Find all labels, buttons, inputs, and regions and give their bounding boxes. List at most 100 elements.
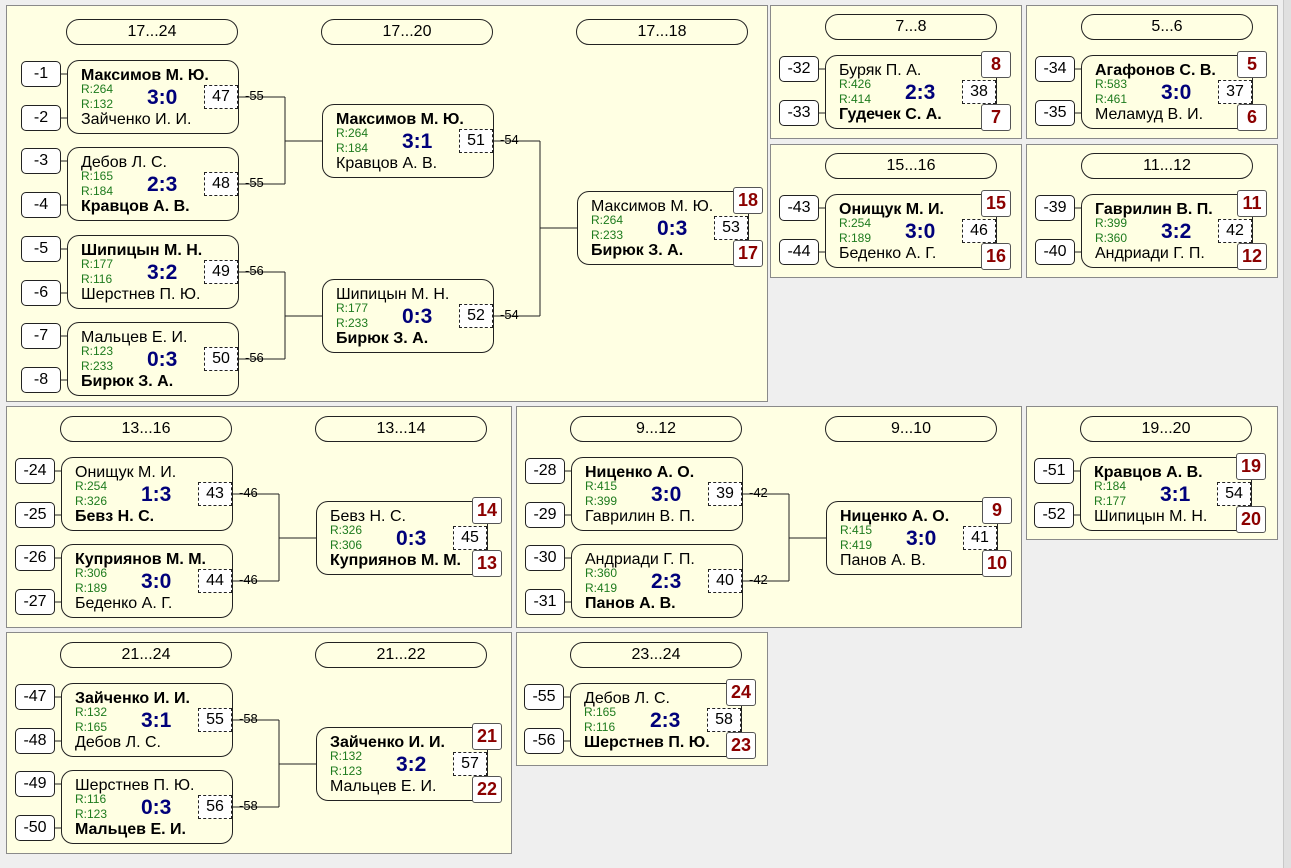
- player-1-name: Бевз Н. С.: [330, 508, 406, 525]
- player-1-rating: R:360: [585, 566, 618, 580]
- source-slot[interactable]: -48: [15, 728, 55, 754]
- source-slot[interactable]: -43: [779, 195, 819, 221]
- player-1-rating: R:583: [1095, 77, 1128, 91]
- source-slot[interactable]: -31: [525, 589, 565, 615]
- source-slot[interactable]: -50: [15, 815, 55, 841]
- source-slot[interactable]: -47: [15, 684, 55, 710]
- source-slot[interactable]: -30: [525, 545, 565, 571]
- source-slot[interactable]: -1: [21, 61, 61, 87]
- player-2-name: Куприянов М. М.: [330, 552, 461, 569]
- player-1-name: Шерстнев П. Ю.: [75, 777, 195, 794]
- source-slot[interactable]: -6: [21, 280, 61, 306]
- loser-destination: -46: [239, 485, 258, 500]
- player-2-name: Мальцев Е. И.: [330, 778, 437, 795]
- loser-destination: -54: [500, 132, 519, 147]
- source-slot[interactable]: -2: [21, 105, 61, 131]
- source-slot[interactable]: -52: [1034, 502, 1074, 528]
- player-1-rating: R:426: [839, 77, 872, 91]
- match-score: 0:3: [657, 217, 688, 240]
- source-slot[interactable]: -44: [779, 239, 819, 265]
- player-2-name: Мальцев Е. И.: [75, 821, 186, 838]
- place-badge: 9: [982, 497, 1012, 524]
- bracket-connectors: [565, 470, 826, 603]
- player-2-name: Шипицын М. Н.: [1094, 508, 1208, 525]
- place-badge: 13: [472, 550, 502, 577]
- player-1-rating: R:306: [75, 566, 108, 580]
- player-2-rating: R:414: [839, 92, 872, 106]
- match-score: 3:0: [905, 220, 936, 243]
- match-number: 50: [204, 347, 238, 371]
- source-slot[interactable]: -39: [1035, 195, 1075, 221]
- source-slot[interactable]: -34: [1035, 56, 1075, 82]
- player-2-name: Гудечек С. А.: [839, 106, 942, 123]
- source-slot[interactable]: -5: [21, 236, 61, 262]
- source-slot[interactable]: -4: [21, 192, 61, 218]
- player-1-rating: R:184: [1094, 479, 1127, 493]
- source-slot[interactable]: -8: [21, 367, 61, 393]
- player-2-rating: R:177: [1094, 494, 1127, 508]
- place-badge: 5: [1237, 51, 1267, 78]
- player-2-name: Беденко А. Г.: [75, 595, 173, 612]
- player-1-rating: R:254: [75, 479, 108, 493]
- source-slot[interactable]: -33: [779, 100, 819, 126]
- vertical-scrollbar[interactable]: [1283, 0, 1291, 868]
- loser-destination: -58: [239, 798, 258, 813]
- player-2-name: Меламуд В. И.: [1095, 106, 1204, 123]
- source-slot[interactable]: -25: [15, 502, 55, 528]
- player-1-name: Кравцов А. В.: [1094, 464, 1203, 481]
- bracket-connectors: [819, 68, 825, 114]
- source-slot[interactable]: -3: [21, 148, 61, 174]
- player-1-name: Максимов М. Ю.: [336, 111, 464, 128]
- match-score: 2:3: [147, 173, 178, 196]
- match-number: 49: [204, 260, 238, 284]
- source-slot[interactable]: -55: [524, 684, 564, 710]
- source-slot[interactable]: -49: [15, 771, 55, 797]
- player-1-name: Онищук М. И.: [839, 201, 944, 218]
- round-header: 19...20: [1080, 416, 1252, 442]
- match-score: 3:1: [141, 709, 172, 732]
- source-slot[interactable]: -28: [525, 458, 565, 484]
- source-slot[interactable]: -32: [779, 56, 819, 82]
- loser-destination: -58: [239, 711, 258, 726]
- source-slot[interactable]: -51: [1034, 458, 1074, 484]
- player-2-rating: R:189: [75, 581, 108, 595]
- player-2-name: Андриади Г. П.: [1095, 245, 1205, 262]
- match-score: 2:3: [651, 570, 682, 593]
- bracket-connectors: [1075, 207, 1081, 253]
- player-1-rating: R:116: [75, 792, 107, 806]
- match-score: 3:2: [1161, 220, 1192, 243]
- source-slot[interactable]: -7: [21, 323, 61, 349]
- match-number: 54: [1217, 482, 1251, 506]
- source-slot[interactable]: -26: [15, 545, 55, 571]
- player-1-name: Зайченко И. И.: [75, 690, 190, 707]
- source-slot[interactable]: -56: [524, 728, 564, 754]
- player-2-name: Бевз Н. С.: [75, 508, 155, 525]
- source-slot[interactable]: -27: [15, 589, 55, 615]
- source-slot[interactable]: -35: [1035, 100, 1075, 126]
- source-slot[interactable]: -40: [1035, 239, 1075, 265]
- source-slot[interactable]: -29: [525, 502, 565, 528]
- source-slot[interactable]: -24: [15, 458, 55, 484]
